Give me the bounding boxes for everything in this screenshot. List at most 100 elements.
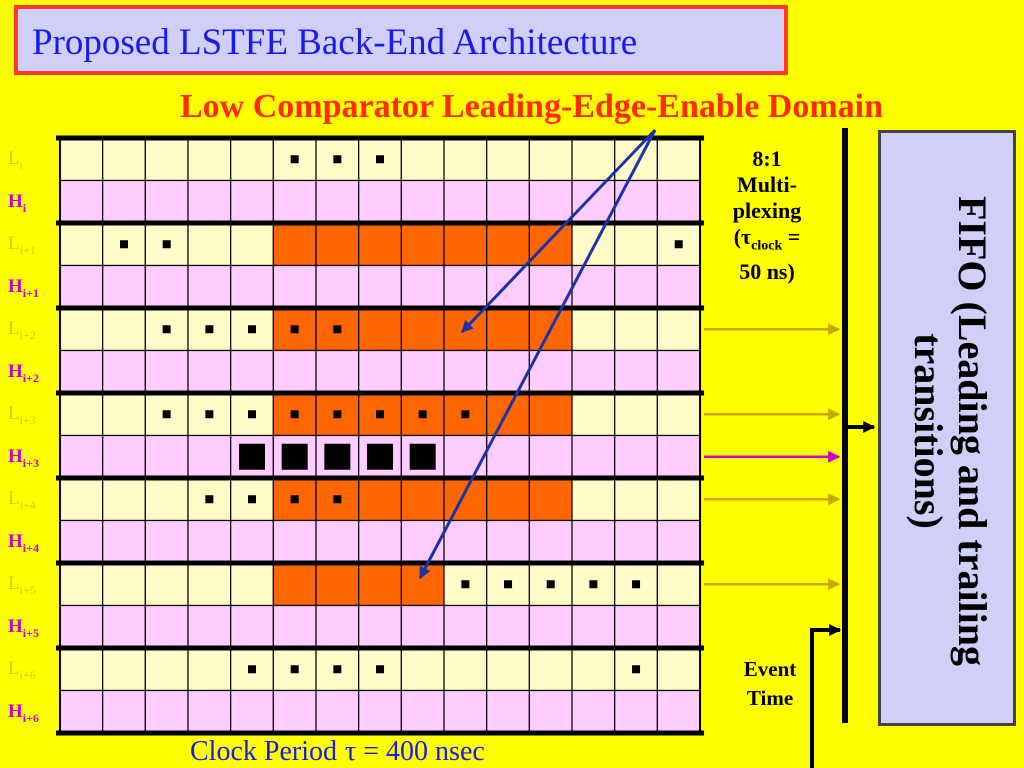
grid-cell	[614, 222, 658, 267]
grid-cell	[528, 647, 573, 692]
hit-dot	[333, 410, 342, 419]
grid-cell	[102, 519, 146, 564]
grid-cell	[187, 434, 232, 479]
grid-cell	[230, 349, 274, 394]
grid-cell	[614, 434, 658, 479]
event-time-label: Event Time	[743, 657, 797, 710]
grid-cell	[358, 222, 402, 267]
grid-cell	[656, 307, 701, 352]
grid-cell	[59, 137, 104, 182]
grid-cell	[102, 604, 146, 649]
grid-cell	[102, 179, 146, 224]
hit-dot	[461, 580, 470, 589]
grid-cell	[144, 604, 189, 649]
grid-cell	[443, 349, 488, 394]
domain-subtitle: Low Comparator Leading-Edge-Enable Domai…	[180, 88, 884, 125]
row-label: Li+3	[8, 403, 36, 428]
hit-dot	[120, 240, 129, 249]
grid-cell	[358, 562, 402, 607]
grid-cell	[272, 519, 317, 564]
grid-cell	[486, 434, 530, 479]
grid-cell	[443, 689, 488, 734]
grid-cell	[315, 689, 360, 734]
multiplexing-label: 8:1 Multi- plexing (τclock = 50 ns)	[732, 146, 802, 285]
grid-cell	[59, 519, 104, 564]
grid-cell	[144, 562, 189, 607]
grid-cell	[102, 647, 146, 692]
grid-cell	[486, 477, 530, 522]
hit-dot	[589, 580, 598, 589]
grid-cell	[358, 264, 402, 309]
grid-cell	[571, 392, 616, 437]
grid-cell	[571, 604, 616, 649]
grid-cell	[102, 264, 146, 309]
grid-cell	[486, 647, 530, 692]
grid-cell	[59, 647, 104, 692]
grid-cell	[144, 349, 189, 394]
hit-block	[281, 443, 308, 470]
grid-cell	[656, 349, 701, 394]
hit-dot	[162, 240, 171, 249]
grid-cell	[486, 689, 530, 734]
page-title: Proposed LSTFE Back-End Architecture	[32, 22, 638, 63]
grid-cell	[528, 222, 573, 267]
hit-block	[367, 443, 394, 470]
grid-cell	[486, 264, 530, 309]
row-label: Li+2	[8, 318, 36, 343]
hit-dot	[290, 410, 299, 419]
grid-cell	[272, 222, 317, 267]
grid-cell	[528, 477, 573, 522]
grid-cell	[187, 689, 232, 734]
grid-cell	[528, 689, 573, 734]
grid-cell	[230, 179, 274, 224]
grid-cell	[656, 519, 701, 564]
grid-cell	[59, 689, 104, 734]
grid-cell	[614, 604, 658, 649]
grid-cell	[614, 519, 658, 564]
grid-cell	[486, 222, 530, 267]
mux-wiring	[704, 128, 876, 768]
hit-dot	[290, 325, 299, 334]
grid-cell	[486, 349, 530, 394]
grid-cell	[230, 562, 274, 607]
hit-dot	[248, 665, 257, 674]
grid-cell	[528, 137, 573, 182]
grid-cell	[656, 562, 701, 607]
grid-cell	[315, 349, 360, 394]
grid-cell	[315, 519, 360, 564]
grid-cell	[272, 562, 317, 607]
hit-dot	[248, 325, 257, 334]
hit-dot	[632, 580, 641, 589]
row-label: Hi	[8, 190, 27, 215]
grid-cell	[656, 647, 701, 692]
fifo-label: FIFO (Leading and trailing transitions)	[906, 195, 995, 667]
grid-cell	[656, 137, 701, 182]
grid-cell	[443, 179, 488, 224]
hit-dot	[205, 410, 214, 419]
grid-cell	[102, 392, 146, 437]
grid-cell	[614, 264, 658, 309]
grid-cell	[486, 562, 530, 607]
grid-cell	[187, 349, 232, 394]
grid-cell	[59, 434, 104, 479]
grid-cell	[59, 477, 104, 522]
hit-dot	[546, 580, 555, 589]
grid-cell	[358, 477, 402, 522]
grid-cell	[486, 392, 530, 437]
grid-cell	[187, 179, 232, 224]
hit-dot	[418, 410, 427, 419]
grid-cell	[358, 179, 402, 224]
grid-outline	[59, 137, 702, 734]
row-label: Hi+1	[8, 275, 39, 300]
grid-cell	[656, 392, 701, 437]
hit-dot	[632, 665, 641, 674]
hit-dot	[162, 325, 171, 334]
grid-cell	[230, 137, 274, 182]
grid-cell	[443, 604, 488, 649]
grid-cell	[400, 604, 445, 649]
grid-cell	[528, 392, 573, 437]
grid-cell	[571, 179, 616, 224]
row-label: Li+1	[8, 233, 36, 258]
grid-cell	[144, 647, 189, 692]
